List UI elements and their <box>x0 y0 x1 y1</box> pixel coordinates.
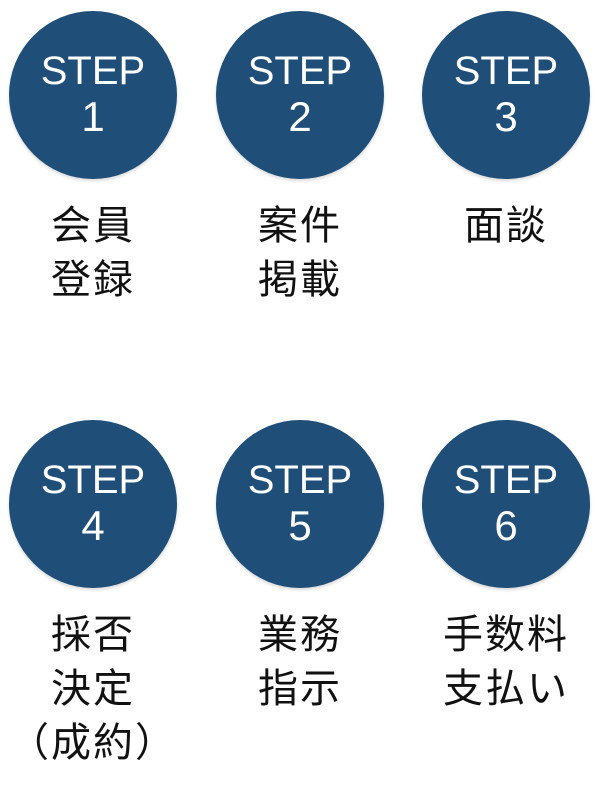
step-circle: STEP 1 <box>9 11 177 179</box>
step-circle: STEP 2 <box>216 11 384 179</box>
step-number: 4 <box>81 502 105 549</box>
step-label-line: 支払い <box>443 666 569 712</box>
step-4: STEP 4 採否 決定 （成約） <box>3 420 183 770</box>
step-number: 1 <box>81 93 105 140</box>
step-3: STEP 3 面談 <box>416 11 596 253</box>
step-1: STEP 1 会員 登録 <box>3 11 183 307</box>
step-label-line: 採否 <box>51 612 135 658</box>
step-label: 面談 <box>464 199 548 253</box>
step-label: 採否 決定 （成約） <box>9 608 177 770</box>
step-number: 2 <box>288 93 312 140</box>
step-label-line: 指示 <box>258 666 342 712</box>
step-label-line: 案件 <box>258 203 342 249</box>
step-label-line: 会員 <box>51 203 135 249</box>
step-label: 会員 登録 <box>51 199 135 307</box>
step-word: STEP <box>247 458 353 502</box>
step-label-line: 手数料 <box>443 612 569 658</box>
step-number: 6 <box>494 502 518 549</box>
step-label: 手数料 支払い <box>443 608 569 716</box>
step-6: STEP 6 手数料 支払い <box>416 420 596 716</box>
step-circle: STEP 4 <box>9 420 177 588</box>
step-2: STEP 2 案件 掲載 <box>210 11 390 307</box>
step-circle: STEP 6 <box>422 420 590 588</box>
step-word: STEP <box>453 458 559 502</box>
step-circle: STEP 5 <box>216 420 384 588</box>
step-circle: STEP 3 <box>422 11 590 179</box>
step-number: 5 <box>288 502 312 549</box>
step-label-line: 面談 <box>464 203 548 249</box>
step-5: STEP 5 業務 指示 <box>210 420 390 716</box>
step-word: STEP <box>453 49 559 93</box>
step-label-line: 掲載 <box>258 257 342 303</box>
step-label-line: 決定 <box>51 666 135 712</box>
step-label: 業務 指示 <box>258 608 342 716</box>
step-number: 3 <box>494 93 518 140</box>
step-label-line: （成約） <box>9 720 177 766</box>
step-label: 案件 掲載 <box>258 199 342 307</box>
step-word: STEP <box>40 458 146 502</box>
step-label-line: 業務 <box>258 612 342 658</box>
step-word: STEP <box>40 49 146 93</box>
step-word: STEP <box>247 49 353 93</box>
step-label-line: 登録 <box>51 257 135 303</box>
